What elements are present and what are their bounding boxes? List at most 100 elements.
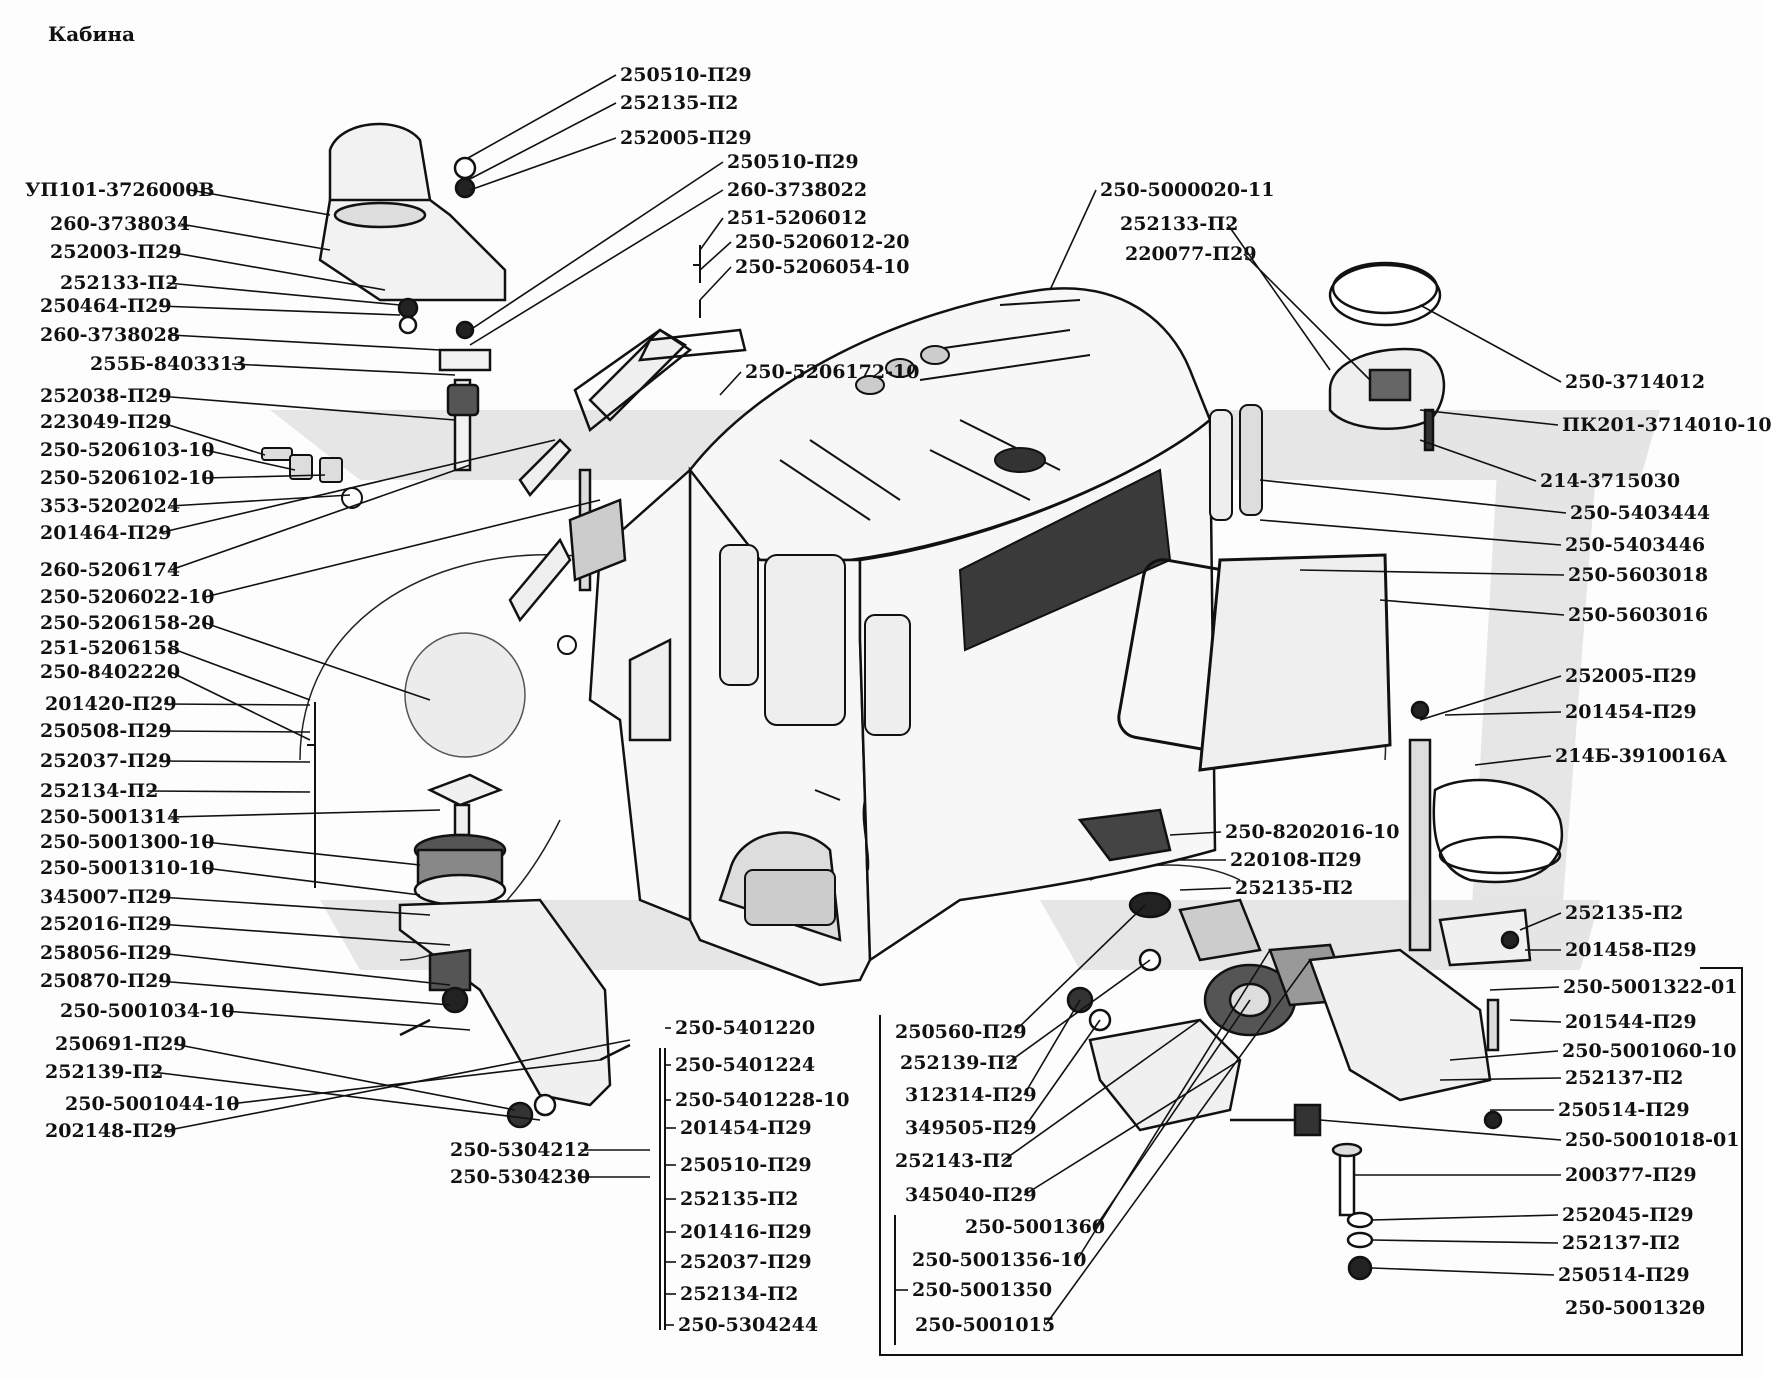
part-label: 220077-П29 [1125, 243, 1257, 265]
part-label: 250-8202016-10 [1225, 821, 1400, 843]
part-label: 250-5001015 [915, 1314, 1056, 1336]
leader-line [204, 449, 296, 471]
part-label: 250-5001314 [40, 806, 181, 828]
leader-line [1419, 409, 1559, 426]
part-label: 250-5304212 [450, 1139, 591, 1161]
diagram-title: Кабина [48, 22, 135, 46]
leader-line [1044, 959, 1311, 1326]
part-label: 250514-П29 [1558, 1099, 1690, 1121]
part-label: 252037-П29 [40, 750, 172, 772]
part-label: 252045-П29 [1562, 1204, 1694, 1226]
leader-line [158, 421, 266, 456]
leader-line [1519, 912, 1562, 931]
part-label: 252003-П29 [50, 241, 182, 263]
part-label: 252143-П2 [895, 1150, 1014, 1172]
part-label: 250508-П29 [40, 720, 172, 742]
rear-mount [1066, 891, 1503, 1281]
leader-line [1371, 1239, 1559, 1244]
part-label: 250-5001060-10 [1562, 1040, 1737, 1062]
part-label: 258056-П29 [40, 942, 172, 964]
leader-line [1419, 304, 1562, 383]
part-label: 250560-П29 [895, 1021, 1027, 1043]
leader-line [1319, 1119, 1562, 1141]
part-label: 252038-П29 [40, 385, 172, 407]
part-label: 252037-П29 [680, 1251, 812, 1273]
part-label: 250-5001320 [1565, 1297, 1706, 1319]
part-label: 223049-П29 [40, 411, 172, 433]
part-label: 250-5304244 [678, 1314, 819, 1336]
part-label: 250-5206054-10 [735, 256, 910, 278]
leader-line [1299, 569, 1565, 576]
part-label: 252139-П2 [45, 1061, 164, 1083]
part-label: 255Б-8403313 [90, 353, 247, 375]
part-label: 201416-П29 [680, 1221, 812, 1243]
part-label: 250-5001360 [965, 1216, 1106, 1238]
leader-line [204, 622, 431, 701]
part-label: 251-5206012 [727, 207, 868, 229]
part-label: 202148-П29 [45, 1120, 177, 1142]
leader-line [163, 703, 311, 706]
leader-line [1243, 253, 1371, 381]
part-label: 250-5206172-10 [745, 361, 920, 383]
part-label: 250-5000020-11 [1100, 179, 1275, 201]
leader-line [1007, 959, 1151, 1064]
rear-glass [1117, 553, 1392, 772]
leader-line [204, 867, 421, 896]
leader-line [170, 494, 351, 507]
leader-line [1379, 599, 1565, 616]
leader-line [204, 499, 601, 598]
leader-line [1489, 986, 1560, 991]
part-label: 250-5206102-10 [40, 467, 215, 489]
part-label: 250-5001322-01 [1563, 976, 1738, 998]
leader-line [168, 251, 386, 291]
door-glass [508, 328, 747, 742]
leader-line [1419, 439, 1537, 482]
part-label: 252139-П2 [900, 1052, 1019, 1074]
part-label: 250-3714012 [1565, 371, 1706, 393]
part-label: 250-5403444 [1570, 502, 1711, 524]
part-label: ПК201-3714010-10 [1562, 414, 1772, 436]
roof-lamp [318, 122, 507, 472]
part-label: 250-5304230 [450, 1166, 591, 1188]
leader-line [1002, 1019, 1201, 1162]
brackets [307, 245, 1743, 1356]
leader-line [170, 671, 311, 741]
part-label: 250-5206103-10 [40, 439, 215, 461]
part-label: 250-5403446 [1565, 534, 1706, 556]
cab-details [719, 299, 1263, 926]
part-label: 201454-П29 [1565, 701, 1697, 723]
part-label: 252134-П2 [680, 1283, 799, 1305]
leader-line [158, 923, 451, 946]
leader-line [699, 241, 732, 271]
part-label: 252137-П2 [1562, 1232, 1681, 1254]
part-label: 250-5001034-10 [60, 1000, 235, 1022]
leader-line [158, 439, 556, 534]
part-label: 252134-П2 [40, 780, 159, 802]
part-label: 250-5206158-20 [40, 612, 215, 634]
leader-line [469, 189, 724, 346]
part-label: 260-3738028 [40, 324, 181, 346]
fire-extinguisher-bracket [1408, 700, 1564, 967]
leader-line [699, 217, 724, 251]
part-label: 252016-П29 [40, 913, 172, 935]
part-label: 250-5001350 [912, 1279, 1053, 1301]
part-label: 250-5603016 [1568, 604, 1709, 626]
leader-line [158, 395, 456, 421]
part-label: 345007-П29 [40, 886, 172, 908]
leader-line [158, 760, 311, 763]
part-label: 252135-П2 [1565, 902, 1684, 924]
leader-lines [147, 74, 1700, 1326]
part-label: 252137-П2 [1565, 1067, 1684, 1089]
leader-line [1023, 1019, 1101, 1129]
part-label: 250-5401224 [675, 1054, 816, 1076]
part-label: 349505-П29 [905, 1117, 1037, 1139]
leader-line [1023, 1059, 1241, 1196]
leader-line [189, 189, 331, 216]
part-label: 250-5001300-10 [40, 831, 215, 853]
part-label: 312314-П29 [905, 1084, 1037, 1106]
leader-line [167, 282, 401, 306]
part-label: 201458-П29 [1565, 939, 1697, 961]
part-label: 252005-П29 [1565, 665, 1697, 687]
part-label: 250-5603018 [1568, 564, 1709, 586]
